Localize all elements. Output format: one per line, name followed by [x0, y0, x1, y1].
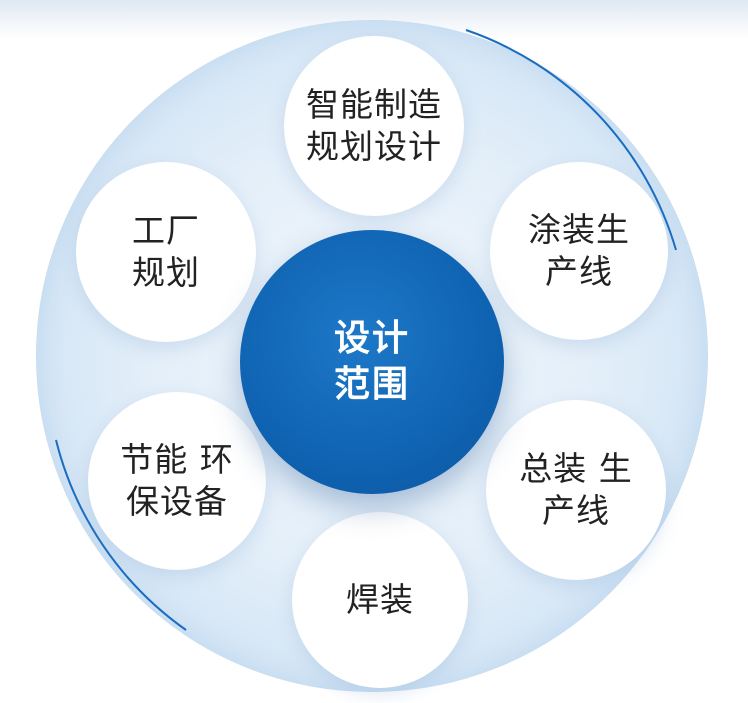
node-factory-planning-line1: 工厂	[132, 211, 200, 250]
node-painting-line-line1: 涂装生	[528, 210, 630, 249]
outer-ring-accent	[55, 29, 677, 631]
center-title-line1: 设计	[333, 318, 410, 359]
node-smart-manufacturing: 智能制造 规划设计	[284, 36, 464, 216]
node-assembly-line-line1: 总装 生	[519, 449, 633, 488]
center-title-line2: 范围	[333, 364, 410, 405]
node-assembly-line: 总装 生 产线	[486, 400, 666, 580]
node-painting-line: 涂装生 产线	[490, 162, 668, 340]
node-smart-manufacturing-line2: 规划设计	[306, 127, 442, 166]
node-factory-planning: 工厂 规划	[76, 162, 256, 342]
node-assembly-line-line2: 产线	[542, 491, 610, 530]
node-smart-manufacturing-line1: 智能制造	[306, 85, 442, 124]
node-painting-line-line2: 产线	[545, 252, 613, 291]
node-factory-planning-line2: 规划	[132, 253, 200, 292]
center-circle: 设计 范围	[240, 230, 504, 494]
node-welding: 焊装	[292, 512, 468, 688]
node-welding-line1: 焊装	[346, 580, 414, 619]
node-energy-saving-line1: 节能 环	[120, 440, 234, 479]
node-energy-saving-line2: 保设备	[126, 482, 228, 521]
node-energy-saving: 节能 环 保设备	[88, 392, 266, 570]
